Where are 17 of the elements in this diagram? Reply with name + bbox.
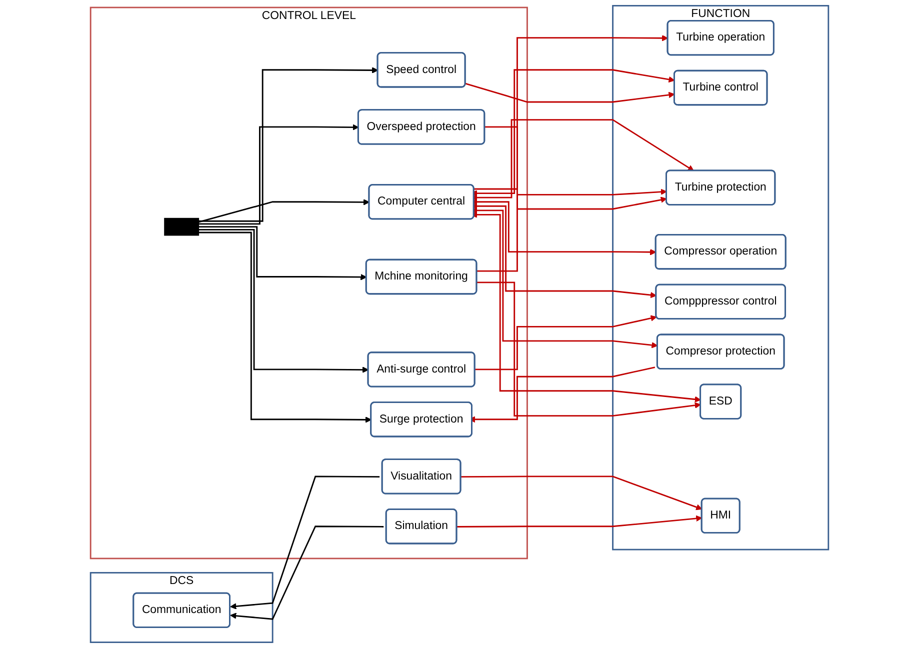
- arrow: [474, 315, 657, 370]
- arrow: [230, 526, 384, 620]
- arrow: [476, 188, 667, 272]
- arrow: [198, 67, 378, 222]
- arrow: [476, 282, 701, 417]
- arrow: [456, 515, 702, 528]
- node-bar: [164, 218, 200, 236]
- arrow: [460, 476, 702, 510]
- arrow: [230, 476, 380, 610]
- arrow: [465, 82, 675, 103]
- arrow: [484, 126, 667, 210]
- arrow: [198, 228, 369, 373]
- arrow: [198, 199, 370, 223]
- arrow: [198, 226, 367, 280]
- arrow: [198, 232, 372, 423]
- arrow: [198, 124, 359, 225]
- arrow: [474, 34, 668, 190]
